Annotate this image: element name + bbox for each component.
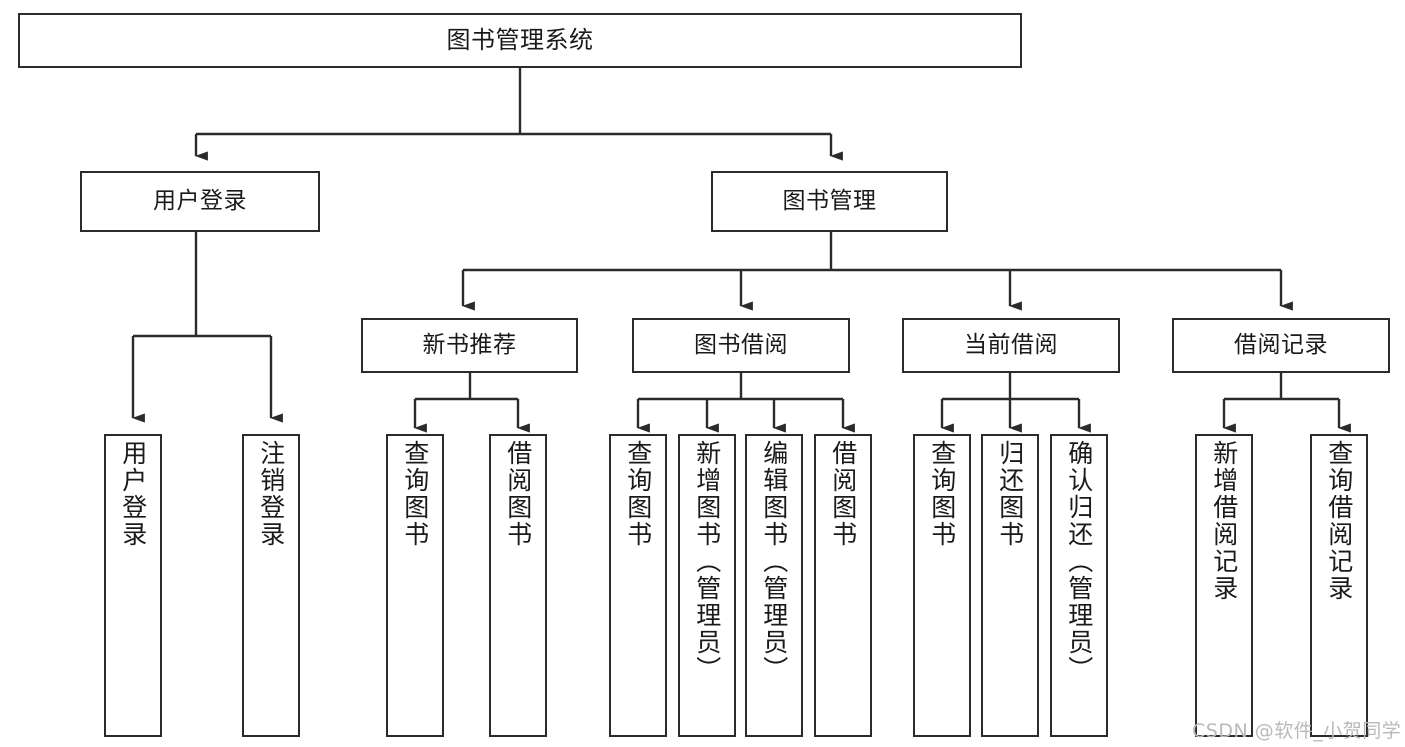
node-leaf-query-book-1-label: 查询图书 bbox=[400, 440, 430, 548]
node-leaf-borrow-book-2[interactable]: 借阅图书 bbox=[814, 434, 872, 737]
node-root-label: 图书管理系统 bbox=[446, 25, 594, 54]
node-book-manage[interactable]: 图书管理 bbox=[711, 171, 948, 232]
node-leaf-query-book-3-label: 查询图书 bbox=[927, 440, 957, 548]
node-current-borrow-label: 当前借阅 bbox=[964, 332, 1058, 359]
node-leaf-query-book-2-label: 查询图书 bbox=[623, 440, 653, 548]
node-user-login[interactable]: 用户登录 bbox=[80, 171, 320, 232]
node-leaf-edit-book[interactable]: 编辑图书（管理员） bbox=[745, 434, 803, 737]
node-leaf-query-record-label: 查询借阅记录 bbox=[1324, 440, 1354, 602]
node-new-book-recommend[interactable]: 新书推荐 bbox=[361, 318, 578, 373]
node-current-borrow[interactable]: 当前借阅 bbox=[902, 318, 1120, 373]
node-leaf-return-book-label: 归还图书 bbox=[995, 440, 1025, 548]
node-borrow-record[interactable]: 借阅记录 bbox=[1172, 318, 1390, 373]
node-leaf-add-record-label: 新增借阅记录 bbox=[1209, 440, 1239, 602]
node-leaf-query-book-3[interactable]: 查询图书 bbox=[913, 434, 971, 737]
node-leaf-user-logout-label: 注销登录 bbox=[256, 440, 286, 548]
node-new-book-recommend-label: 新书推荐 bbox=[422, 332, 517, 359]
node-root[interactable]: 图书管理系统 bbox=[18, 13, 1022, 68]
node-leaf-borrow-book-1[interactable]: 借阅图书 bbox=[489, 434, 547, 737]
node-borrow-record-label: 借阅记录 bbox=[1234, 332, 1328, 359]
node-leaf-borrow-book-1-label: 借阅图书 bbox=[503, 440, 533, 548]
node-book-borrow[interactable]: 图书借阅 bbox=[632, 318, 850, 373]
node-leaf-add-book-label: 新增图书（管理员） bbox=[692, 440, 722, 683]
csdn-watermark: CSDN @软件_小贺同学 bbox=[1192, 720, 1402, 742]
node-leaf-edit-book-label: 编辑图书（管理员） bbox=[759, 440, 789, 683]
node-leaf-add-record[interactable]: 新增借阅记录 bbox=[1195, 434, 1253, 737]
node-leaf-user-login[interactable]: 用户登录 bbox=[104, 434, 162, 737]
node-user-login-label: 用户登录 bbox=[153, 188, 247, 215]
node-leaf-borrow-book-2-label: 借阅图书 bbox=[828, 440, 858, 548]
node-leaf-query-record[interactable]: 查询借阅记录 bbox=[1310, 434, 1368, 737]
node-book-manage-label: 图书管理 bbox=[782, 188, 877, 215]
node-leaf-query-book-1[interactable]: 查询图书 bbox=[386, 434, 444, 737]
node-leaf-query-book-2[interactable]: 查询图书 bbox=[609, 434, 667, 737]
node-leaf-confirm-return-label: 确认归还（管理员） bbox=[1064, 440, 1094, 683]
node-leaf-return-book[interactable]: 归还图书 bbox=[981, 434, 1039, 737]
node-leaf-user-logout[interactable]: 注销登录 bbox=[242, 434, 300, 737]
node-leaf-user-login-label: 用户登录 bbox=[118, 440, 148, 548]
node-leaf-confirm-return[interactable]: 确认归还（管理员） bbox=[1050, 434, 1108, 737]
node-leaf-add-book[interactable]: 新增图书（管理员） bbox=[678, 434, 736, 737]
node-book-borrow-label: 图书借阅 bbox=[694, 332, 788, 359]
